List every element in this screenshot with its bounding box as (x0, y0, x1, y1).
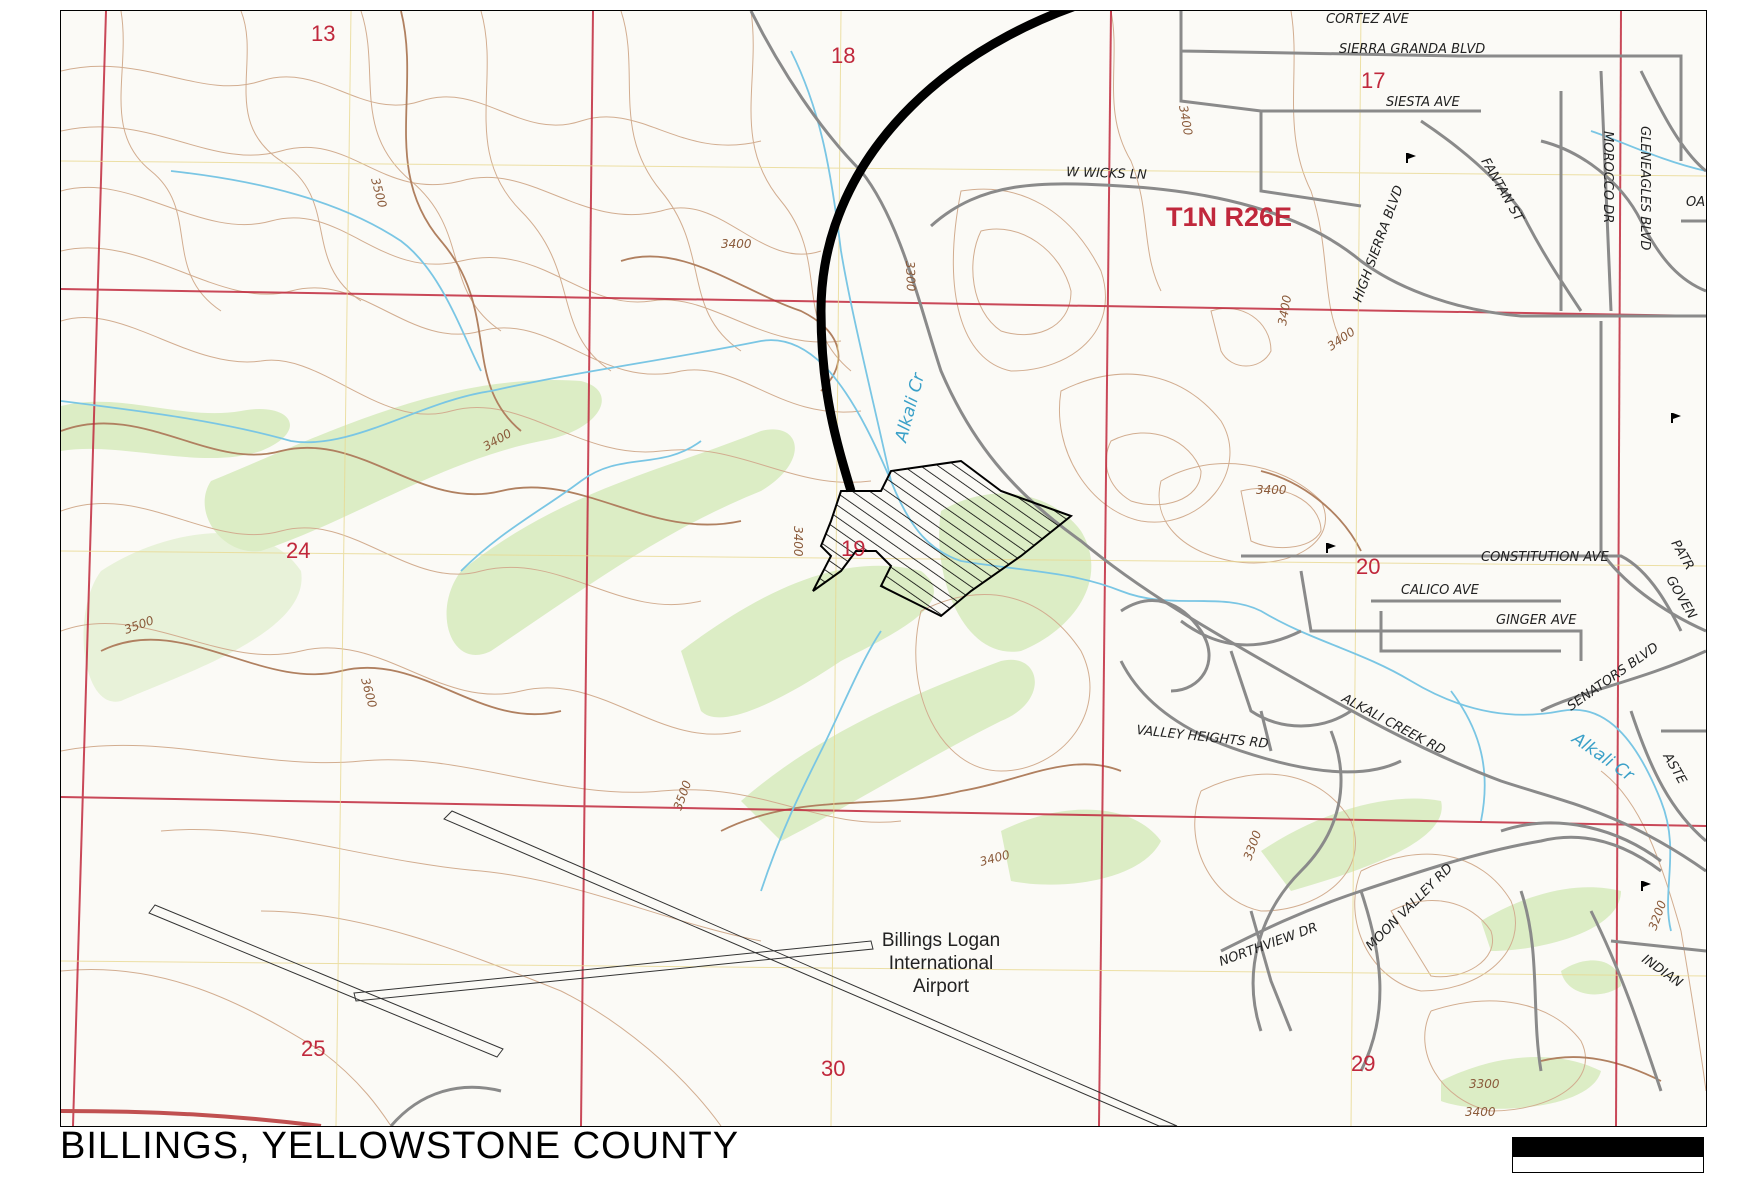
contour-label: 3200 (1646, 898, 1670, 932)
township-label: T1N R26E (1166, 202, 1292, 232)
road-label: VALLEY HEIGHTS RD (1136, 723, 1270, 752)
flag-icon (1641, 881, 1651, 891)
contour-label: 3400 (1465, 1105, 1496, 1119)
airport-label-line: Airport (913, 976, 970, 997)
map-title: BILLINGS, YELLOWSTONE COUNTY (60, 1125, 740, 1167)
road-label: W WICKS LN (1066, 165, 1147, 183)
flag-icon (1326, 543, 1336, 553)
index-contours (61, 11, 1662, 1082)
contour-label: 3400 (1275, 294, 1294, 327)
contour-label: 3300 (1469, 1077, 1500, 1091)
creek-label: Alkali Cr (1567, 728, 1638, 786)
contour-label: 3500 (368, 176, 390, 209)
contour-label: 3500 (671, 778, 695, 812)
road-label: CONSTITUTION AVE (1481, 550, 1610, 565)
section-number: 29 (1351, 1051, 1375, 1076)
section-numbers: 13 18 17 24 19 20 25 30 29 (286, 21, 1385, 1081)
airport-label: Billings Logan International Airport (882, 930, 1000, 997)
airport-label-line: International (889, 953, 994, 974)
airport-runways (148, 810, 1178, 1126)
contour-label: 3300 (1241, 828, 1265, 862)
section-number: 19 (841, 536, 865, 561)
airport-label-line: Billings Logan (882, 930, 1000, 951)
road-label: SENATORS BLVD (1565, 640, 1662, 714)
flag-icon (1406, 153, 1416, 163)
road-label: SIERRA GRANDA BLVD (1339, 42, 1485, 57)
contour-label: 3400 (1176, 104, 1195, 137)
road-label: PATR (1668, 538, 1697, 573)
section-number: 18 (831, 43, 855, 68)
road-label: INDIAN (1639, 952, 1686, 991)
road-label: SIESTA AVE (1386, 95, 1460, 110)
section-number: 25 (301, 1036, 325, 1061)
road-label: GOVEN (1663, 574, 1700, 623)
section-number: 30 (821, 1056, 845, 1081)
contour-label: 3400 (978, 847, 1011, 869)
flag-icon (1671, 413, 1681, 423)
roads (61, 11, 1706, 1126)
road-label: GLENEAGLES BLVD (1637, 126, 1652, 250)
section-number: 24 (286, 538, 310, 563)
map-canvas: 13 18 17 24 19 20 25 30 29 T1N R26E CORT… (61, 11, 1706, 1126)
section-number: 17 (1361, 68, 1385, 93)
contour-label: 3300 (903, 261, 918, 292)
road-label: CORTEZ AVE (1326, 12, 1410, 27)
section-number: 20 (1356, 554, 1380, 579)
flag-markers (1326, 153, 1681, 891)
road-label: MOROCCO DR (1600, 131, 1615, 223)
road-label: CALICO AVE (1401, 583, 1480, 598)
contour-label: 3400 (791, 526, 805, 557)
road-label: OA (1686, 195, 1705, 210)
road-label: FANTAN ST (1478, 156, 1527, 226)
subject-parcel[interactable] (812, 459, 1074, 618)
contour-label: 3400 (721, 237, 752, 251)
scale-bar-white-segment (1512, 1156, 1704, 1173)
section-number: 13 (311, 21, 335, 46)
scale-bar (1512, 1137, 1704, 1173)
road-label: ASTE (1659, 750, 1690, 788)
leader-arc (816, 11, 1076, 493)
road-label: GINGER AVE (1496, 613, 1577, 628)
creek-label: Alkali Cr (891, 370, 929, 445)
scale-bar-black-segment (1512, 1137, 1704, 1157)
vegetation-areas (61, 380, 1621, 1109)
topographic-map[interactable]: 13 18 17 24 19 20 25 30 29 T1N R26E CORT… (60, 10, 1707, 1127)
contour-label: 3600 (358, 676, 380, 709)
contour-label: 3400 (1256, 483, 1287, 497)
contour-label: 3400 (1325, 324, 1358, 353)
